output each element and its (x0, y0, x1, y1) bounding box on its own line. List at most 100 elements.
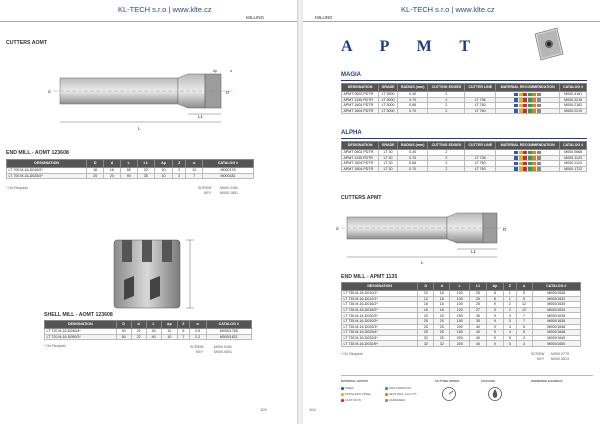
apmt-end-mill-key-label: KEY (537, 357, 545, 361)
legend-ordering-title: ORDERING EXAMPLE (531, 379, 563, 383)
header-company[interactable]: KL-TECH s.r.o | www.klte.cz (118, 5, 212, 14)
end-mill-key-label: KEY (204, 191, 212, 195)
header-rule (0, 21, 297, 22)
legend-dot-icon (385, 386, 388, 390)
table-header-cell: L (449, 282, 471, 291)
material-swatch (536, 92, 541, 97)
table-header-cell: DESIGNATION (5, 159, 88, 168)
table-header-cell: CUTTING EDGES (427, 83, 466, 92)
table-cell: LT 735 M-16-D020/3* (340, 312, 419, 319)
table-cell: 2 (427, 165, 466, 173)
table-cell: 0.40 (396, 91, 429, 98)
header-rule-right (303, 21, 600, 22)
table-header-cell: CATALOG # (559, 83, 587, 92)
table-header-cell: CATALOG # (205, 320, 253, 329)
legend-footer: MATERIAL GROUP CUTTING SPEED COOLING ORD… (341, 375, 593, 411)
material-swatch (523, 167, 528, 171)
table-header-cell: CATALOG # (531, 282, 582, 291)
material-swatch (523, 103, 528, 108)
material-swatch (532, 161, 537, 166)
table-cell: 35 (469, 318, 487, 325)
table-cell: LT 3000 (378, 107, 398, 115)
material-swatch (523, 161, 528, 166)
table-cell: 4 (503, 329, 517, 336)
right-section-label: MILUNG (315, 15, 333, 20)
table-cell: 2 (503, 306, 517, 314)
table-cell: 3 (503, 318, 517, 325)
table-cell: M000.2163 (559, 102, 587, 109)
table-cell: 40 (469, 340, 487, 347)
table-cell: 40 (469, 323, 487, 331)
apmt-end-mill-screw-code: M000.0779 (551, 352, 569, 356)
table-header-cell: Ap (160, 320, 179, 329)
table-cell: LT 735 M-16-D032/4* (340, 334, 419, 342)
material-swatch (536, 150, 541, 155)
table-cell: 5 (503, 334, 517, 342)
table-cell: 2 (427, 91, 466, 98)
legend-label: HEAT RES. ALLOYS (388, 392, 417, 396)
material-swatch (523, 92, 528, 97)
svg-text:D: D (503, 227, 507, 232)
table-cell: 1 (503, 290, 517, 297)
table-header-cell: d (130, 320, 147, 329)
table-cell: 40 (145, 333, 162, 341)
table-cell: M000/1628 (531, 290, 582, 297)
table-cell: 2 (503, 301, 517, 308)
material-swatch (536, 98, 541, 102)
legend-dot-icon (385, 398, 388, 402)
table-cell: 0.70 (396, 96, 429, 104)
table-header-cell: L1 (136, 159, 155, 168)
legend-dot-icon (341, 386, 344, 390)
table-cell: 90 (119, 172, 138, 180)
table-cell: 2.2 (188, 333, 207, 341)
material-swatch (532, 167, 537, 171)
table-cell: 2 (172, 172, 187, 180)
material-swatch (532, 156, 537, 160)
table-cell: LT 760 (464, 165, 497, 173)
magia-rule (341, 80, 587, 81)
table-cell (495, 96, 561, 104)
alpha-label: ALPHA (341, 130, 362, 136)
end-mill-screw-label: SCREW (198, 186, 212, 190)
table-cell: 25 (469, 301, 487, 308)
end-mill-note: * On Request (6, 186, 28, 190)
table-header-cell: RADIUS (mm) (396, 141, 429, 150)
right-page: KL-TECH s.r.o | www.klte.cz MILUNG A P M… (303, 0, 600, 424)
section-label: MILLING (246, 15, 265, 20)
table-cell: 22 (130, 333, 147, 341)
shell-mill-title: SHELL MILL - AOMT 123608 (44, 312, 113, 318)
material-swatch (536, 109, 541, 113)
material-swatch (536, 161, 541, 166)
table-cell: 3 (503, 312, 517, 319)
material-swatch (514, 150, 519, 155)
material-swatch (518, 109, 523, 113)
table-cell: 32 (433, 340, 451, 347)
table-header-cell: CUTTER LINE (464, 83, 497, 92)
legend-cutting-title: CUTTING SPEED (435, 379, 460, 383)
apmt-end-mill-title: END MILL - APMT 1135 (341, 274, 398, 280)
legend-item: STAINLESS STEEL (341, 392, 371, 396)
material-swatch (518, 98, 523, 102)
table-cell: M000.4161 (559, 91, 587, 98)
legend-item: NON-FERROUS (385, 386, 411, 390)
table-cell: 3 (515, 340, 533, 347)
legend-material-title: MATERIAL GROUP (341, 379, 369, 383)
table-header-cell: D (417, 282, 435, 291)
left-page: KL-TECH s.r.o | www.klte.cz MILLING CUTT… (0, 0, 297, 424)
header-company-right[interactable]: KL-TECH s.r.o | www.klte.cz (401, 5, 495, 14)
material-swatch (514, 156, 519, 160)
apmt-end-mill-drawing: L L1 d D (336, 212, 509, 265)
table-header-cell: Z (177, 320, 190, 329)
table-cell: APMT 0602 PDTR (340, 91, 380, 98)
legend-label: STEEL (344, 386, 355, 390)
apmt-insert-image (534, 27, 564, 61)
